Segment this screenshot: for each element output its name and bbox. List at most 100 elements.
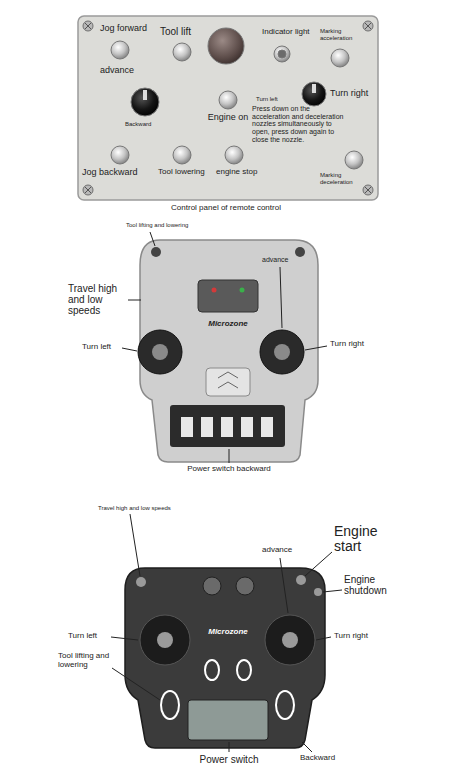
leader-line [122, 348, 137, 351]
leader-line [316, 637, 331, 640]
joystick-gimbal [138, 330, 182, 374]
leader-line [280, 267, 282, 328]
callout-label: Backward [125, 121, 151, 128]
callout-label: Engine shutdown [344, 574, 404, 596]
toggle-switch [151, 247, 161, 257]
callout-label: Travel high and low speeds [98, 505, 171, 512]
rotary-knob [203, 577, 221, 595]
callout-label: engine stop [216, 168, 257, 177]
highlight-oval [161, 691, 179, 719]
push-button [111, 146, 129, 164]
callout-label: Turn right [330, 340, 364, 349]
leader-line [130, 514, 140, 576]
lcd-screen [188, 700, 268, 740]
trim-switches [181, 417, 273, 437]
callout-label: Press down on the acceleration and decel… [252, 105, 348, 143]
leader-line [302, 742, 312, 752]
callout-label: Power switch backward [187, 465, 271, 474]
trim-switch [261, 417, 273, 437]
callout-label: Backward [300, 754, 335, 763]
joystick-stick [152, 344, 168, 360]
leader-line [305, 552, 332, 576]
callout-label: Indicator light [262, 28, 310, 37]
push-button [345, 151, 363, 169]
rotary-knob [302, 82, 326, 106]
chevron [218, 372, 238, 388]
joystick-gimbal [260, 330, 304, 374]
leader-line [229, 449, 230, 463]
trim-switch [221, 417, 233, 437]
rotary-knob [236, 577, 254, 595]
callout-label: Turn right [330, 89, 368, 99]
rotary-knob [131, 88, 159, 116]
joystick-stick [282, 632, 298, 648]
push-button [219, 91, 237, 109]
panel-plate [78, 16, 378, 200]
callout-label: Turn right [334, 632, 368, 641]
callout-label: Turn left [82, 343, 111, 352]
push-button [111, 41, 129, 59]
callout-label: Travel high and low speeds [68, 283, 130, 316]
leader-line [111, 637, 138, 640]
switch-panel [206, 368, 250, 396]
joystick-stick [274, 344, 290, 360]
knob-mark [143, 90, 147, 100]
joystick-stick [157, 632, 173, 648]
leader-line [323, 590, 342, 592]
callout-label: Turn left [68, 632, 97, 641]
toggle-switch [295, 247, 305, 257]
push-button [173, 43, 191, 61]
callout-label: advance [262, 546, 292, 555]
leader-line [280, 558, 288, 613]
knob-mark [312, 84, 316, 93]
led [212, 288, 217, 293]
joystick-gimbal [140, 615, 190, 665]
callout-label: Marking acceleration [320, 28, 366, 41]
callout-label: Marking deceleration [320, 172, 366, 185]
brand-text: Microzone [208, 320, 248, 329]
push-button [173, 146, 191, 164]
callout-label: Tool lift [160, 26, 191, 37]
callout-label: Jog backward [82, 168, 138, 178]
joystick-gimbal [265, 615, 315, 665]
transmitter-body [140, 240, 318, 462]
leader-line [112, 668, 160, 700]
top-display [198, 280, 258, 312]
toggle-switch [136, 577, 146, 587]
callout-label: advance [262, 256, 288, 264]
callout-label: Engine start [334, 524, 394, 555]
callout-label: Tool lifting and lowering [58, 652, 112, 670]
callout-label: Power switch [200, 754, 259, 765]
push-button [225, 146, 243, 164]
callout-label: advance [100, 66, 134, 76]
callout-label: Turn left [256, 96, 278, 103]
trim-switch [201, 417, 213, 437]
toggle-switch [314, 588, 322, 596]
leader-line [229, 742, 230, 752]
led [240, 288, 245, 293]
lcd-panel [170, 405, 285, 447]
leader-line [128, 300, 141, 301]
highlight-oval [205, 660, 219, 680]
leader-line [305, 346, 327, 350]
toggle-switch [296, 575, 306, 585]
emergency-button [208, 28, 244, 64]
callout-label: Engine on [208, 113, 249, 123]
trim-switch [181, 417, 193, 437]
brand-text: Microzone [208, 628, 248, 637]
callout-label: Tool lowering [158, 168, 205, 177]
leader-lines [111, 232, 342, 752]
indicator-lens [278, 50, 286, 58]
push-button [331, 49, 349, 67]
figure-caption: Control panel of remote control [171, 204, 281, 213]
leader-line [150, 232, 155, 246]
callout-label: Jog forward [100, 24, 147, 34]
transmitter-body [125, 568, 325, 748]
callout-label: Tool lifting and lowering [126, 222, 188, 229]
highlight-oval [276, 691, 294, 719]
highlight-oval [237, 660, 251, 680]
panel-buttons [111, 28, 363, 169]
trim-switch [241, 417, 253, 437]
indicator-light [274, 46, 290, 62]
